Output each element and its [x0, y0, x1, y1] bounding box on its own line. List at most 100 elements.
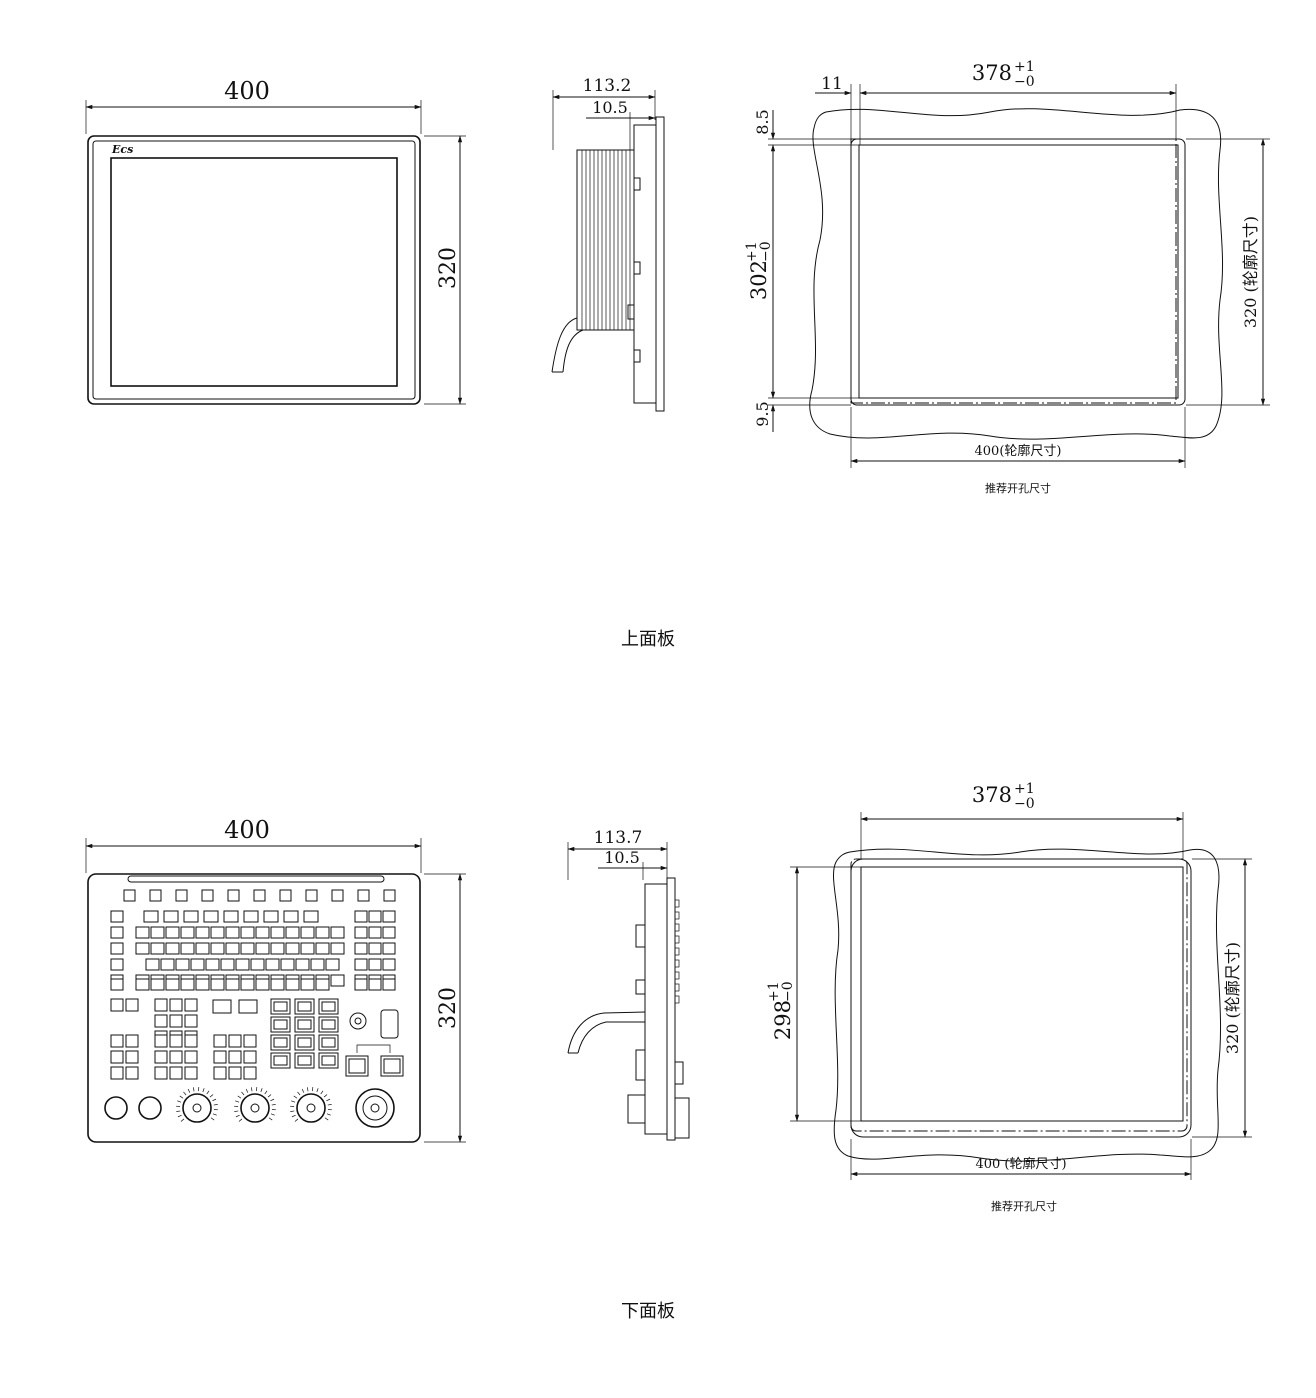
panel-key — [184, 998, 198, 1012]
knob-tick — [260, 1088, 263, 1093]
panel-key — [331, 889, 344, 902]
panel-key — [184, 1066, 198, 1080]
panel-key — [125, 998, 139, 1012]
lower-side-mount-frame — [644, 883, 668, 1135]
panel-key — [354, 942, 368, 955]
panel-key — [169, 1050, 183, 1064]
panel-key — [201, 889, 214, 902]
panel-key — [154, 1050, 168, 1064]
panel-key — [382, 958, 396, 971]
knob-tick — [270, 1113, 275, 1116]
knob-tick — [212, 1098, 217, 1102]
panel-key — [382, 910, 396, 923]
panel-key — [154, 1066, 168, 1080]
panel-key — [154, 1034, 168, 1048]
panel-key — [240, 926, 255, 939]
panel-key — [213, 1050, 227, 1064]
panel-key — [150, 942, 165, 955]
upper-cutout-view: 378 +1 −0 11 8.5 9.5 302 +1 −0 320 (轮 — [744, 59, 1270, 495]
knob-tick — [179, 1095, 184, 1099]
panel-key — [210, 926, 225, 939]
upper-side-view: 113.2 10.5 — [551, 76, 665, 412]
panel-key — [285, 942, 300, 955]
panel-key — [110, 1034, 124, 1048]
lower-side-cable — [567, 1011, 646, 1054]
panel-key — [285, 978, 300, 991]
knob-tick — [294, 1118, 299, 1122]
panel-key — [273, 1019, 288, 1030]
knob-tick — [290, 1110, 295, 1112]
panel-key — [283, 910, 299, 923]
side-button-profile — [674, 935, 680, 944]
panel-key — [165, 926, 180, 939]
upper-side-depth-label: 113.2 — [583, 76, 632, 96]
panel-key — [163, 910, 179, 923]
panel-key — [180, 978, 195, 991]
lower-side-front-plate — [666, 877, 676, 1141]
panel-key — [125, 1066, 139, 1080]
lower-cutout-height-tol-minus: −0 — [780, 981, 796, 1002]
knob-tick — [270, 1098, 275, 1102]
panel-key — [220, 958, 235, 971]
knob-tick — [241, 1091, 245, 1096]
knob-tick — [206, 1090, 210, 1095]
lower-front-keyboard — [104, 889, 404, 1128]
lower-front-width-label: 400 — [224, 816, 270, 844]
knob-tick — [235, 1114, 240, 1118]
upper-cutout-offset-top: 8.5 — [753, 109, 772, 134]
upper-side-heatsink-fins — [581, 150, 631, 330]
panel-key — [160, 958, 175, 971]
knob-tick — [293, 1095, 298, 1099]
panel-key — [165, 978, 180, 991]
knob-tick — [307, 1087, 309, 1092]
panel-key — [330, 974, 345, 987]
panel-display — [212, 999, 232, 1014]
panel-key — [243, 910, 259, 923]
upper-cutout-irregular-outline — [809, 108, 1224, 440]
panel-key — [235, 958, 250, 971]
panel-key — [183, 910, 199, 923]
panel-key — [125, 1034, 139, 1048]
knob-tick — [202, 1088, 205, 1093]
panel-key — [265, 958, 280, 971]
side-button-profile — [674, 947, 680, 956]
panel-key — [368, 910, 382, 923]
lower-front-panel — [87, 873, 421, 1143]
panel-key — [135, 926, 150, 939]
panel-key — [165, 942, 180, 955]
panel-key — [175, 958, 190, 971]
knob-tick — [326, 1113, 331, 1116]
panel-key — [305, 889, 318, 902]
knob-tick — [320, 1090, 324, 1095]
panel-key — [110, 942, 124, 955]
upper-cutout-offset-left: 11 — [821, 74, 843, 94]
panel-key — [210, 978, 225, 991]
upper-cutout-panel-outline — [850, 138, 1186, 406]
panel-key — [297, 1037, 312, 1048]
panel-key — [255, 926, 270, 939]
lower-side-flange-label: 10.5 — [604, 848, 640, 867]
lower-cutout-width-main: 378 — [972, 783, 1012, 807]
panel-key — [154, 998, 168, 1012]
lower-cutout-outline-width-label: 400 (轮廓尺寸) — [975, 1156, 1066, 1172]
panel-key — [125, 1050, 139, 1064]
panel-key — [169, 1034, 183, 1048]
panel-key — [300, 942, 315, 955]
panel-key — [330, 926, 345, 939]
upper-front-width-label: 400 — [224, 77, 270, 105]
upper-cutout-inner-outline — [858, 144, 1179, 399]
upper-cutout-opening — [850, 138, 1177, 404]
panel-key — [228, 1034, 242, 1048]
knob-tick — [297, 1091, 301, 1096]
cycle-stop-button — [138, 1096, 162, 1120]
panel-key — [145, 958, 160, 971]
panel-key — [110, 958, 124, 971]
panel-key — [279, 889, 292, 902]
knob-tick — [177, 1114, 182, 1118]
panel-key — [213, 1066, 227, 1080]
override-knob — [296, 1093, 326, 1123]
panel-key — [150, 978, 165, 991]
panel-key — [280, 958, 295, 971]
panel-key — [270, 926, 285, 939]
panel-key — [321, 1019, 336, 1030]
